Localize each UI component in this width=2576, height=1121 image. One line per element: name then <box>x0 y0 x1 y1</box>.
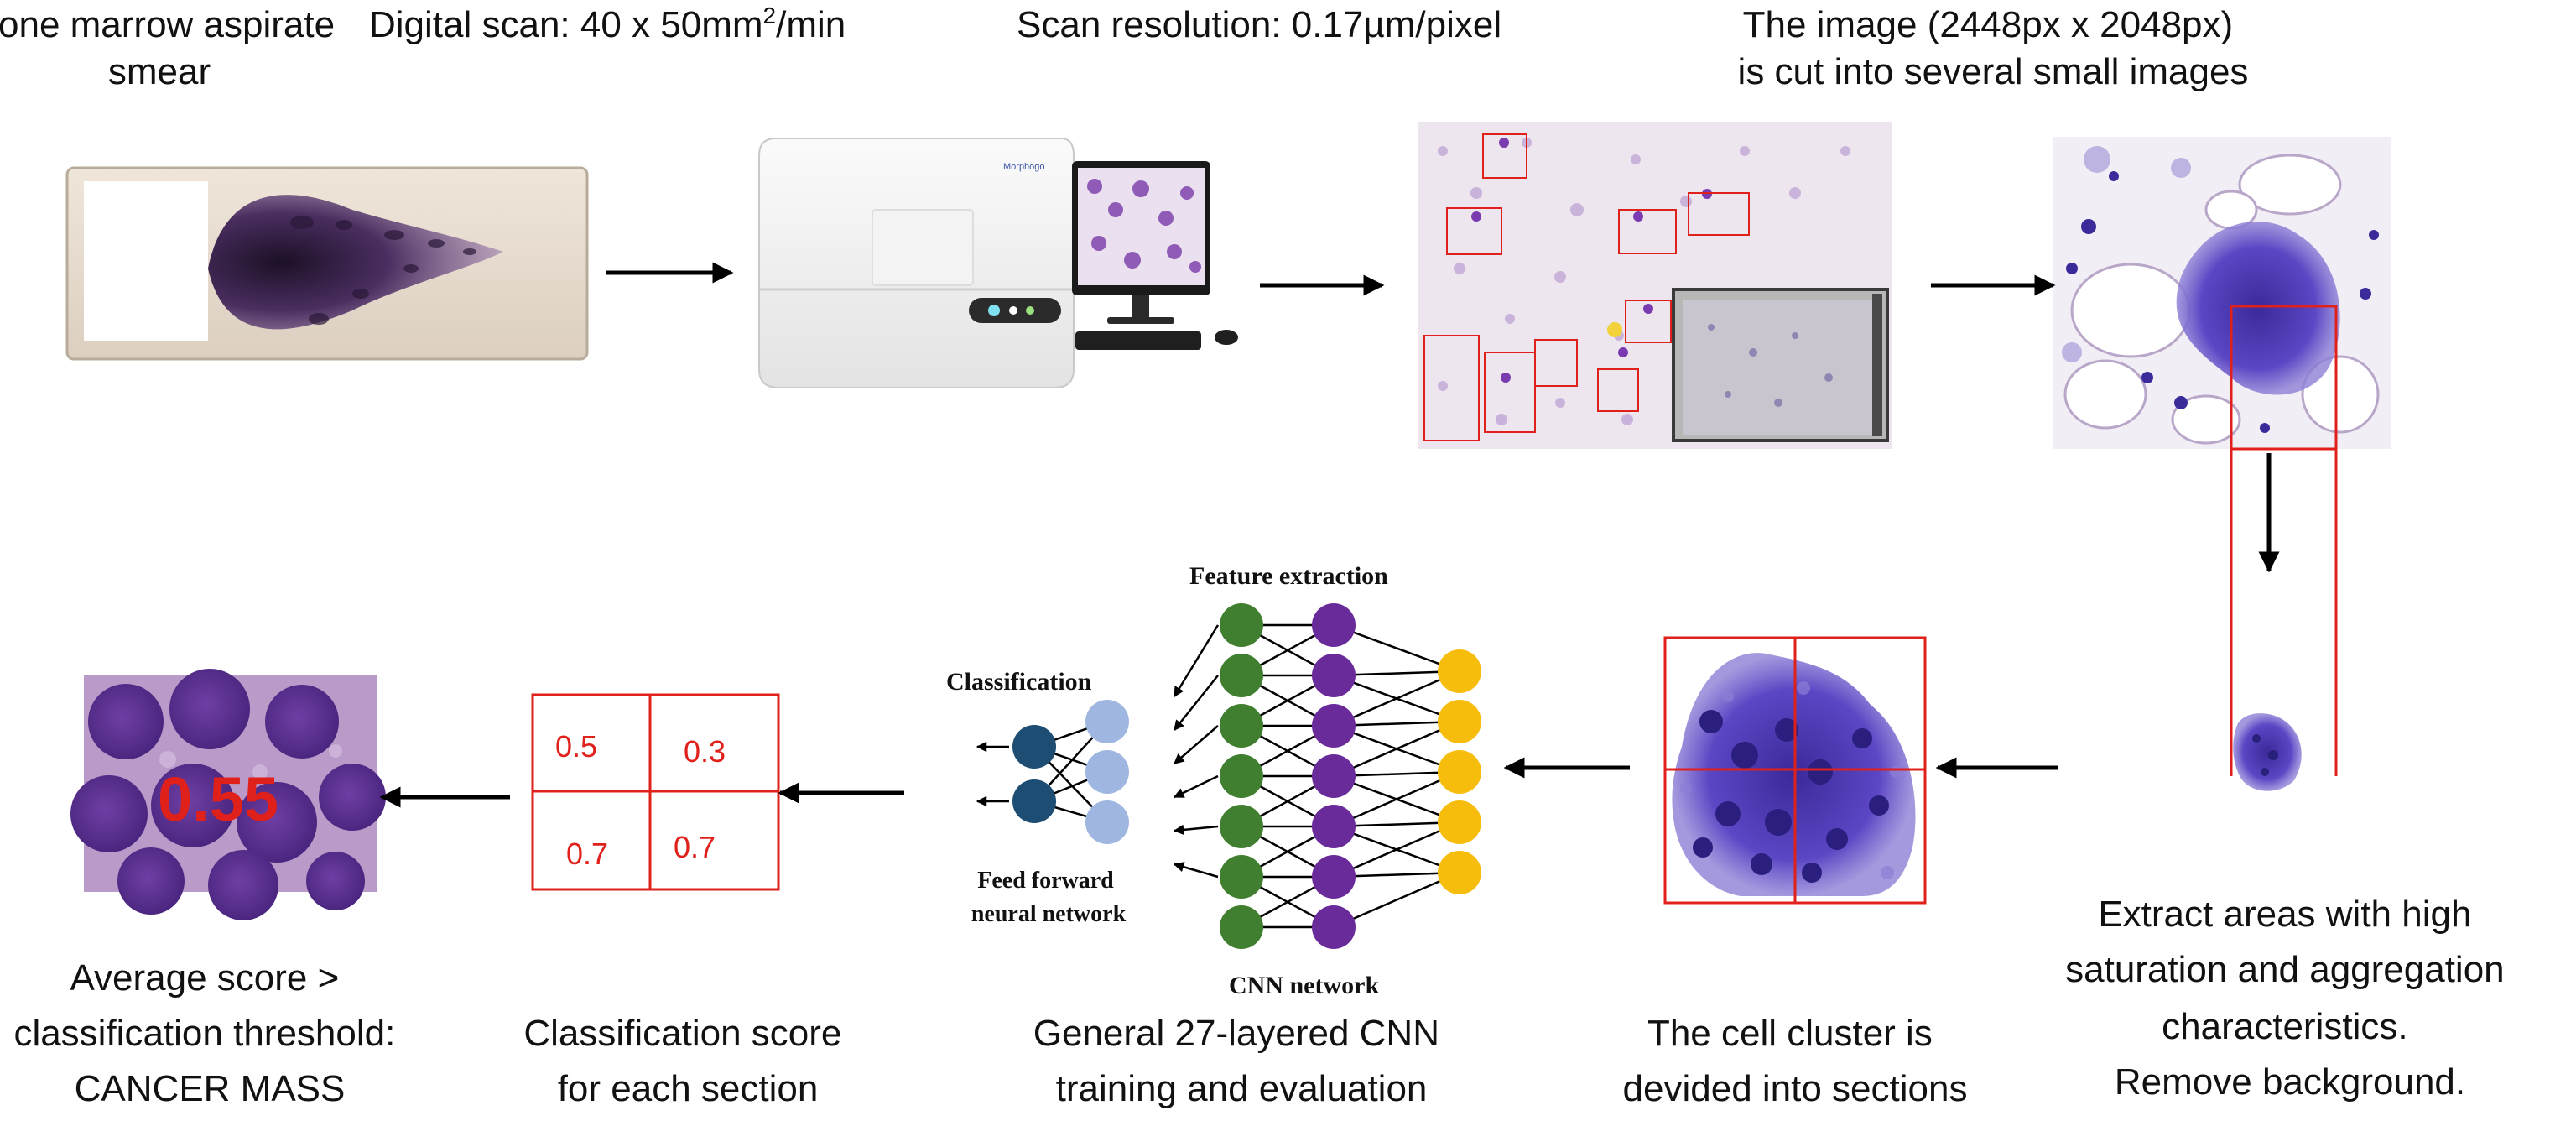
nn-node-conv-a <box>1220 754 1263 798</box>
result-image: 0.55 <box>70 669 386 920</box>
nn-node-conv-b <box>1312 855 1356 899</box>
nn-node-conv-b <box>1312 754 1356 798</box>
flow-arrows <box>379 262 2280 808</box>
nn-node-conv-c <box>1438 649 1481 693</box>
nn-node-conv-b <box>1312 805 1356 848</box>
nn-node-conv-b <box>1312 704 1356 748</box>
nn-node-conv-c <box>1438 750 1481 794</box>
classification-score-caption: Classification score for each section <box>523 1013 851 1109</box>
nn-connection <box>1333 670 1460 727</box>
nn-node-conv-b <box>1312 603 1356 647</box>
nn-connection <box>1333 720 1460 778</box>
average-score-value: 0.55 <box>158 764 278 834</box>
feed-forward-label: Feed forward neural network <box>971 868 1127 927</box>
nn-node-conv-a <box>1220 704 1263 748</box>
nn-node-output <box>1012 779 1056 823</box>
svg-text:Morphogo: Morphogo <box>1003 162 1045 172</box>
extract-caption: Extract areas with high saturation and a… <box>2065 894 2515 1103</box>
nn-node-conv-c <box>1438 800 1481 844</box>
nn-node-conv-c <box>1438 851 1481 894</box>
cnn-caption: General 27-layered CNN training and eval… <box>1033 1013 1449 1109</box>
nn-node-conv-a <box>1220 905 1263 949</box>
cnn-network-label: CNN network <box>1229 972 1379 999</box>
nn-node-hidden <box>1085 800 1129 844</box>
score-bottom-right: 0.7 <box>674 830 716 864</box>
nn-node-conv-a <box>1220 603 1263 647</box>
score-top-left: 0.5 <box>555 729 597 764</box>
nn-connection <box>1333 821 1460 879</box>
nn-fan-arrow <box>1174 675 1219 731</box>
nn-node-conv-c <box>1438 700 1481 743</box>
cluster-caption: The cell cluster is devided into section… <box>1623 1013 1968 1109</box>
smear-caption: Bone marrow aspirate smear <box>0 4 345 92</box>
extracted-cluster-image <box>2233 713 2302 791</box>
nn-fan-arrow <box>1174 725 1219 764</box>
extraction-frame <box>2230 449 2338 776</box>
sectioned-cluster-image <box>1663 636 1927 905</box>
nn-fan-arrow <box>1173 862 1219 879</box>
image-cut-caption: The image (2448px x 2048px) is cut into … <box>1738 4 2249 92</box>
cropped-image <box>2053 137 2391 451</box>
score-top-right: 0.3 <box>684 734 726 769</box>
nn-node-hidden <box>1085 750 1129 794</box>
nn-node-conv-a <box>1220 855 1263 899</box>
digital-scan-caption: Digital scan: 40 x 50mm2/min <box>369 3 846 45</box>
nn-fan-arrow <box>1173 824 1219 836</box>
feature-extraction-label: Feature extraction <box>1189 562 1388 590</box>
score-bottom-left: 0.7 <box>566 837 608 871</box>
average-caption: Average score > classification threshold… <box>13 957 405 1109</box>
classification-label: Classification <box>946 668 1092 696</box>
nn-node-output <box>1012 725 1056 769</box>
bone-marrow-slide-image <box>65 166 589 361</box>
nn-node-conv-b <box>1312 905 1356 949</box>
nn-connection <box>1333 770 1460 828</box>
nn-connection <box>1333 623 1460 673</box>
nn-node-conv-a <box>1220 805 1263 848</box>
nn-node-hidden <box>1085 700 1129 743</box>
scanner-image: Morphogo <box>758 138 1238 388</box>
score-grid: 0.5 0.3 0.7 0.7 <box>531 693 780 891</box>
nn-fan-arrow <box>1173 624 1220 698</box>
nn-node-conv-b <box>1312 654 1356 697</box>
scan-view-image <box>1418 122 1892 449</box>
nn-fan-arrow <box>1173 774 1219 799</box>
nn-node-conv-a <box>1220 654 1263 697</box>
scan-resolution-caption: Scan resolution: 0.17µm/pixel <box>1017 4 1501 45</box>
nn-connection <box>1333 871 1460 929</box>
neural-network: Feature extraction Classification Feed f… <box>946 562 1481 999</box>
